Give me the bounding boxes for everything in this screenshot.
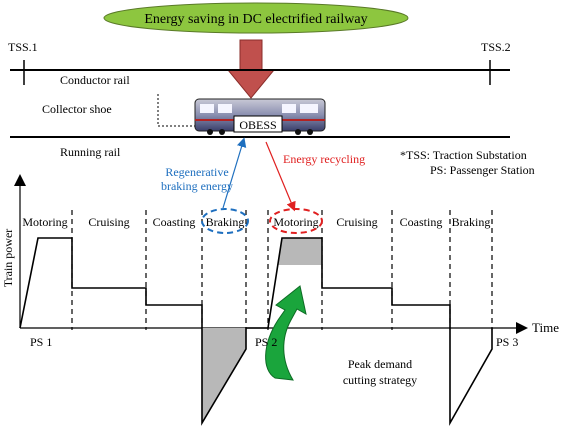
obess-box: [233, 115, 283, 133]
title-ellipse: [103, 2, 409, 34]
phase-label-4: Braking: [206, 215, 245, 229]
collector-shoe-line: [157, 94, 212, 127]
y-axis-label: Train power: [1, 229, 15, 288]
phase-label-5: Motoring: [273, 215, 318, 229]
phase-label-6: Cruising: [336, 215, 377, 229]
peak-label-line1: Peak demand: [348, 357, 412, 371]
conductor-rail-label: Conductor rail: [60, 73, 130, 87]
regen-arrow: [222, 137, 247, 209]
phase-label-1: Motoring: [22, 215, 67, 229]
recycling-label: Energy recycling: [283, 152, 365, 166]
peak-cut-arrow: [265, 285, 307, 381]
motoring-highlight: [269, 208, 323, 234]
phase-label-3: Coasting: [153, 215, 196, 229]
braking-highlight: [201, 208, 249, 234]
peak-label-line2: cutting strategy: [343, 373, 417, 387]
tss2-label: TSS.2: [481, 40, 511, 54]
recycling-arrow: [265, 141, 296, 212]
regen-energy-area: [202, 328, 246, 423]
x-axis-label: Time: [532, 320, 559, 335]
recycled-energy-area: [278, 238, 322, 265]
station-ps2: PS 2: [255, 335, 277, 349]
running-rail-label: Running rail: [60, 145, 121, 159]
regen-label-line2: braking energy: [161, 179, 233, 193]
station-ps1: PS 1: [30, 335, 52, 349]
collector-shoe-label: Collector shoe: [42, 102, 112, 116]
station-ps3: PS 3: [496, 335, 518, 349]
title-text: Energy saving in DC electrified railway: [144, 12, 367, 27]
obess-label: OBESS: [239, 118, 276, 132]
regen-label-line1: Regenerative: [165, 165, 228, 179]
phase-label-2: Cruising: [88, 215, 129, 229]
power-profile: [19, 237, 493, 427]
footnote-ps: PS: Passenger Station: [430, 163, 535, 177]
footnote-tss: *TSS: Traction Substation: [400, 148, 527, 162]
tss1-label: TSS.1: [8, 40, 38, 54]
phase-label-8: Braking: [452, 215, 491, 229]
phase-label-7: Coasting: [400, 215, 443, 229]
